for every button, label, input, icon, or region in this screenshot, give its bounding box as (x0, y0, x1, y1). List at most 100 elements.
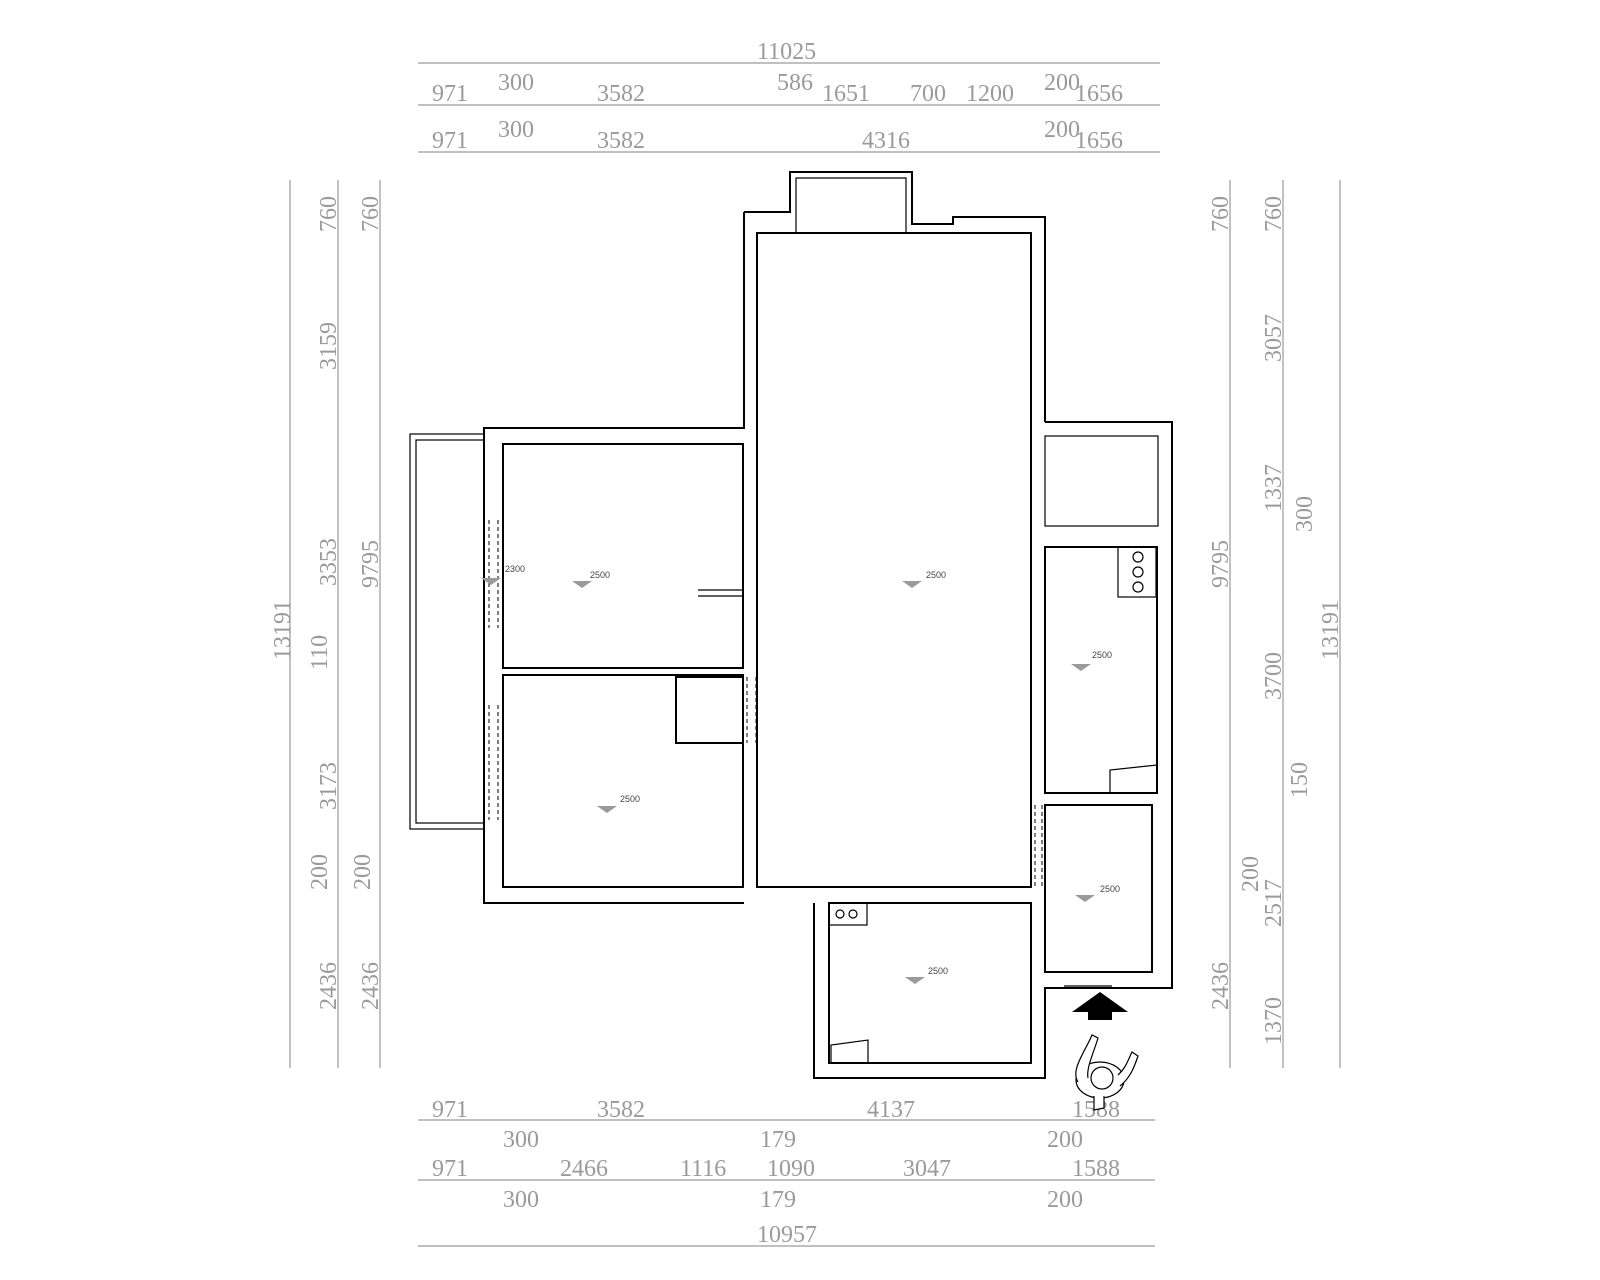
outer-wall-north (744, 171, 1046, 422)
dim-right-i2: 1337 (1261, 464, 1287, 512)
dim-left-i6: 2436 (316, 962, 342, 1010)
dim-bot2-6: 3047 (903, 1156, 951, 1182)
level-bedroom-1: 2500 (590, 570, 610, 580)
dim-bot2-0: 971 (432, 1156, 468, 1182)
level-entry: 2500 (1100, 884, 1120, 894)
closet-walls (675, 676, 744, 744)
dim-left-m0: 760 (358, 196, 384, 232)
utility-room (1044, 435, 1159, 527)
dim-right-m0: 760 (1208, 196, 1234, 232)
right-dimensions: 760 9795 2436 760 3057 1337 300 3700 150… (1208, 180, 1344, 1068)
dim-left-m1: 9795 (358, 540, 384, 588)
dim-left-i2: 3353 (316, 538, 342, 586)
dim-right-i1: 3057 (1261, 314, 1287, 362)
dim-bottom-total: 10957 (757, 1222, 817, 1248)
dim-top1-3: 586 (777, 70, 813, 96)
level-marker-icon (597, 806, 617, 813)
entry-arrow-icon (1072, 992, 1128, 1020)
top-dimensions: 11025 971 300 3582 586 1651 700 1200 200… (418, 39, 1160, 154)
dim-top1-6: 1200 (966, 81, 1014, 107)
dim-right-m1: 9795 (1208, 540, 1234, 588)
dim-top2-2: 3582 (597, 128, 645, 154)
stove-burner-icon (1132, 551, 1144, 563)
dim-right-i6: 200 (1238, 856, 1264, 892)
level-marker-icon (902, 581, 922, 588)
stove (1117, 546, 1157, 598)
dim-bot2-4: 1090 (767, 1156, 815, 1182)
outer-wall-east-south (813, 421, 1173, 1079)
dim-bot1-2: 3582 (597, 1097, 645, 1123)
dim-top2-0: 971 (432, 128, 468, 154)
dim-top1-2: 3582 (597, 81, 645, 107)
dim-right-i4: 3700 (1261, 652, 1287, 700)
dim-top2-3: 4316 (862, 128, 910, 154)
dim-right-i3: 300 (1292, 496, 1318, 532)
bedroom-2-walls (502, 674, 744, 888)
kitchen-walls (1044, 546, 1158, 794)
level-marks: 2500 2300 2500 2500 2500 2500 2500 (481, 564, 1120, 984)
dim-bot2-3: 1116 (680, 1156, 726, 1182)
dim-bot1-3: 179 (760, 1127, 796, 1153)
kitchen-corner-fixture (1109, 764, 1158, 793)
north-balcony-rail (795, 177, 907, 233)
level-marker-icon (572, 581, 592, 588)
dim-top1-5: 700 (910, 81, 946, 107)
dim-top1-0: 971 (432, 81, 468, 107)
level-bathroom: 2500 (928, 966, 948, 976)
dim-top2-4: 200 (1044, 117, 1080, 143)
dim-left-i3: 110 (307, 635, 333, 670)
living-room-walls (756, 232, 1032, 888)
dim-top2-1: 300 (498, 117, 534, 143)
dim-bot2-2: 2466 (560, 1156, 608, 1182)
dim-top1-7: 200 (1044, 70, 1080, 96)
dim-left-i4: 3173 (316, 762, 342, 810)
dim-bot2-7: 200 (1047, 1187, 1083, 1213)
dim-bot1-4: 4137 (867, 1097, 915, 1123)
dim-right-i8: 1370 (1261, 997, 1287, 1045)
bedroom-1-walls (502, 443, 744, 669)
dim-left-m3: 2436 (358, 962, 384, 1010)
stove-burner-icon (1132, 566, 1144, 578)
person-icon (1075, 1034, 1139, 1111)
fixtures (828, 546, 1158, 1062)
dim-bot1-1: 300 (503, 1127, 539, 1153)
level-living: 2500 (926, 570, 946, 580)
dim-right-m2: 2436 (1208, 962, 1234, 1010)
dim-bot1-5: 200 (1047, 1127, 1083, 1153)
bottom-dimensions: 971 300 3582 179 4137 200 1588 971 300 2… (418, 1097, 1155, 1248)
dim-bot2-1: 300 (503, 1187, 539, 1213)
dim-top-total: 11025 (757, 39, 816, 65)
dim-right-i7: 2517 (1261, 879, 1287, 927)
bathroom-walls (828, 902, 1032, 1064)
dim-top2-5: 1656 (1075, 128, 1123, 154)
entry-walls (1044, 804, 1153, 973)
stove-burner-icon (1132, 581, 1144, 593)
dim-bot2-5: 179 (760, 1187, 796, 1213)
dim-right-i5: 150 (1287, 762, 1313, 798)
dim-left-i5: 200 (307, 854, 333, 890)
outer-wall-west (483, 212, 745, 904)
dim-right-i0: 760 (1261, 196, 1287, 232)
dim-bot1-0: 971 (432, 1097, 468, 1123)
dim-top1-4: 1651 (822, 81, 870, 107)
dim-left-total: 13191 (270, 600, 296, 660)
bathroom-corner-fixture (830, 1039, 869, 1062)
level-kitchen: 2500 (1092, 650, 1112, 660)
bathroom-basin (828, 902, 868, 926)
dim-bot2-8: 1588 (1072, 1156, 1120, 1182)
dim-left-i0: 760 (316, 196, 342, 232)
level-marker-icon (1071, 664, 1091, 671)
level-marker-icon (1075, 895, 1095, 902)
level-bedroom-2: 2500 (620, 794, 640, 804)
dim-left-i1: 3159 (316, 322, 342, 370)
dim-top1-8: 1656 (1075, 81, 1123, 107)
tap-icon (835, 909, 845, 919)
west-balcony (409, 433, 485, 830)
level-marker-icon (481, 578, 501, 585)
tap-icon (848, 909, 858, 919)
walls (409, 171, 1173, 1079)
level-marker-icon (905, 977, 925, 984)
dim-top1-1: 300 (498, 70, 534, 96)
west-balcony-inner (415, 439, 485, 824)
